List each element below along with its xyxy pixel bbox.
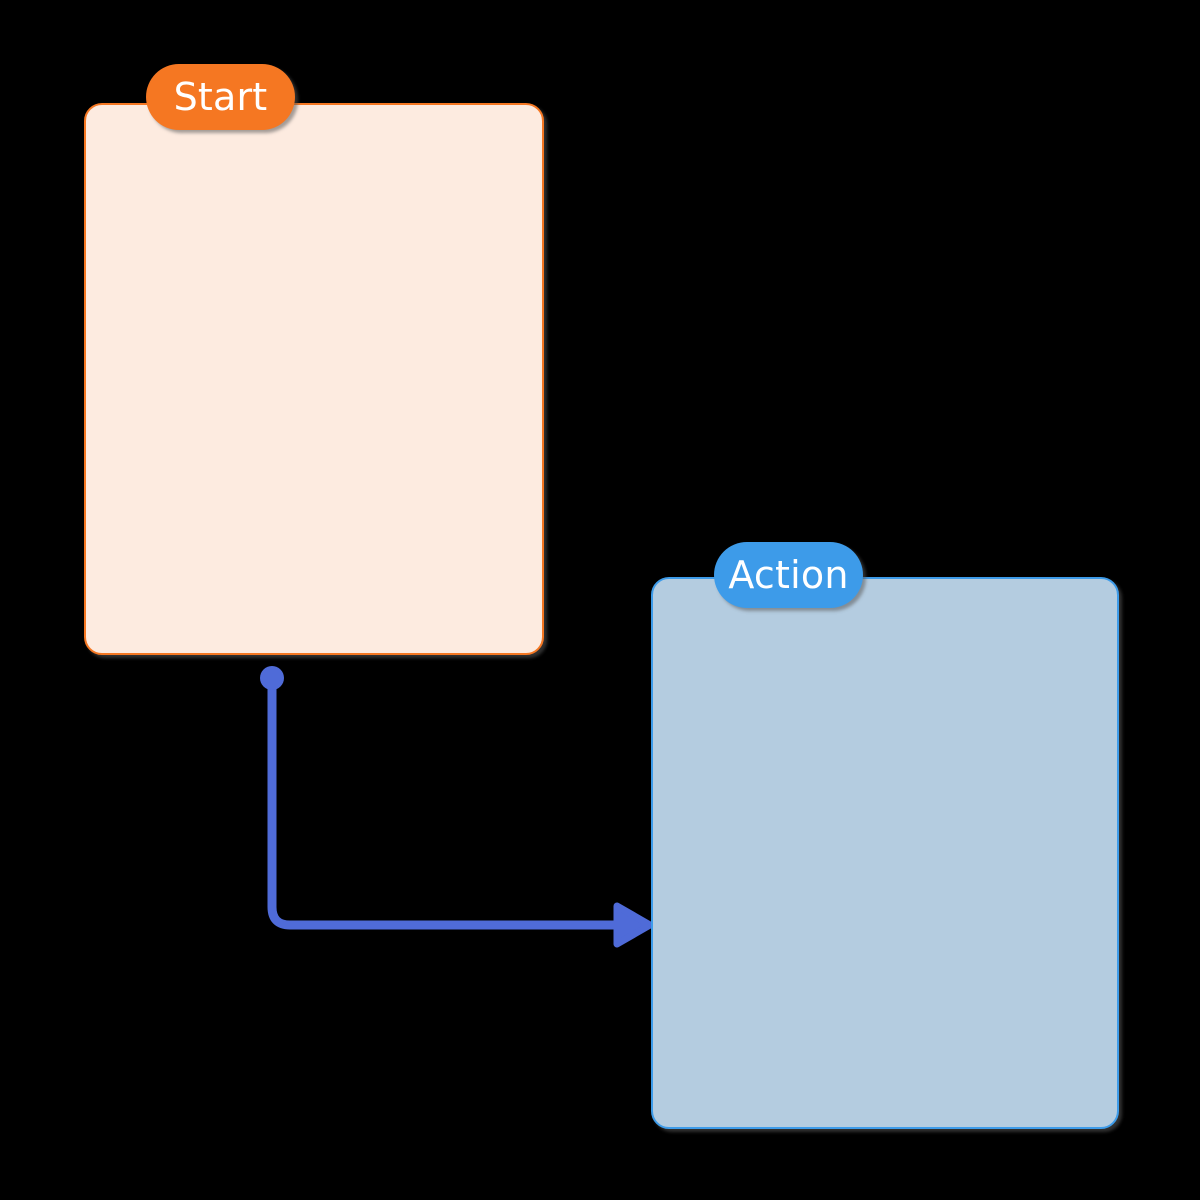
node-start-label-text: Start bbox=[173, 75, 268, 119]
node-action-label-text: Action bbox=[728, 553, 849, 597]
node-action-label-pill[interactable]: Action bbox=[714, 542, 863, 608]
edge-arrowhead-icon bbox=[613, 902, 654, 948]
node-start-container[interactable] bbox=[84, 103, 544, 655]
node-action-container[interactable] bbox=[651, 577, 1119, 1129]
edge-source-dot[interactable] bbox=[260, 666, 284, 690]
edge-path[interactable] bbox=[267, 673, 641, 930]
edge-start-to-action[interactable] bbox=[260, 666, 654, 948]
node-start-label-pill[interactable]: Start bbox=[146, 64, 295, 130]
